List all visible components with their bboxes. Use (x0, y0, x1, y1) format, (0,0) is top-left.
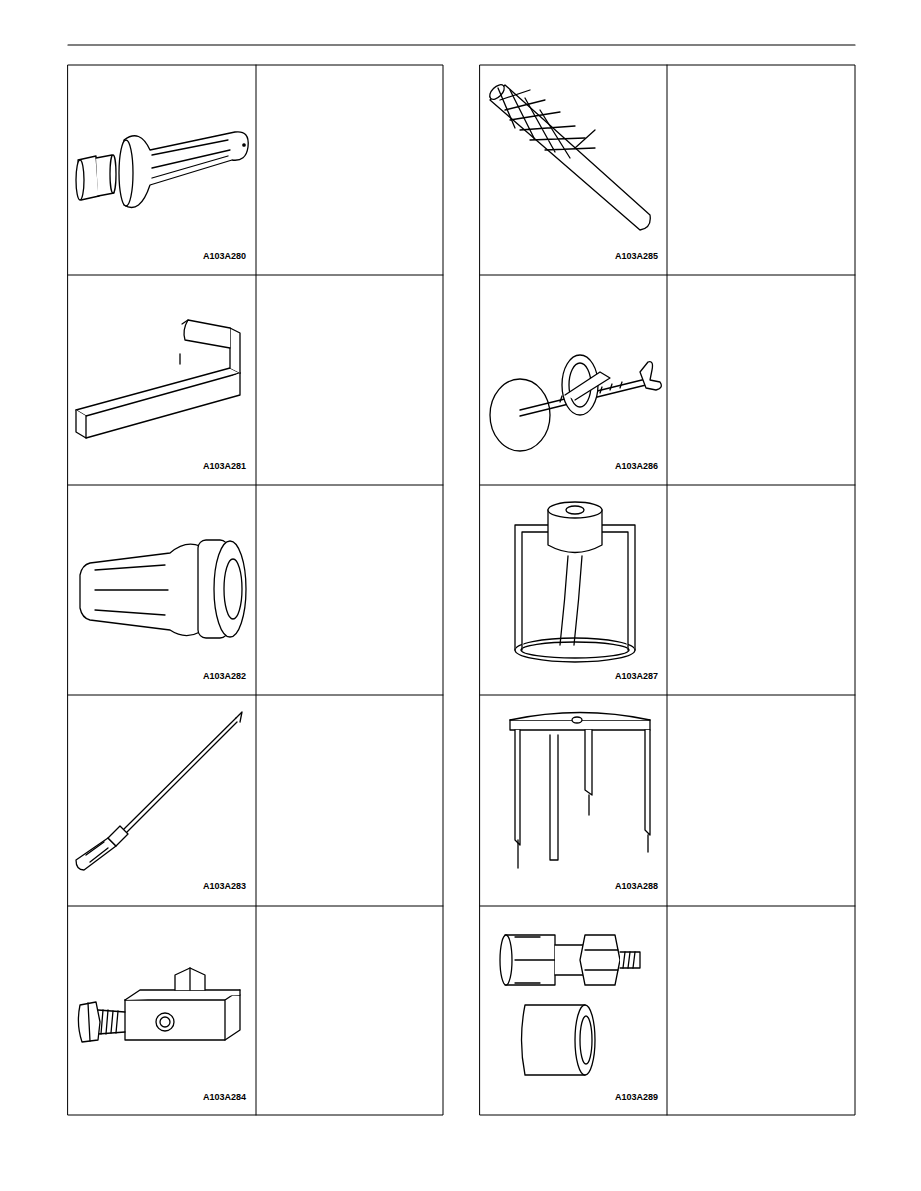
tool-cell: A103A289 (480, 906, 668, 1116)
tool-cell: A103A287 (480, 485, 668, 695)
tool-cell: A103A285 (480, 65, 668, 275)
tool-cell: A103A282 (68, 485, 256, 695)
figure-code: A103A280 (202, 251, 247, 261)
tool-cell: A103A283 (68, 695, 256, 905)
tool-cell: A103A284 (68, 906, 256, 1116)
figure-code: A103A287 (614, 671, 659, 681)
figure-code: A103A282 (202, 671, 247, 681)
tool-cell: A103A281 (68, 275, 256, 485)
figure-code: A103A286 (614, 461, 659, 471)
figure-code: A103A285 (614, 251, 659, 261)
tool-cell: A103A288 (480, 695, 668, 905)
figure-code: A103A284 (202, 1092, 247, 1102)
figure-code: A103A283 (202, 881, 247, 891)
tool-cell: A103A280 (68, 65, 256, 275)
figure-code: A103A288 (614, 881, 659, 891)
tool-cell: A103A286 (480, 275, 668, 485)
figure-code: A103A289 (614, 1092, 659, 1102)
figure-code: A103A281 (202, 461, 247, 471)
